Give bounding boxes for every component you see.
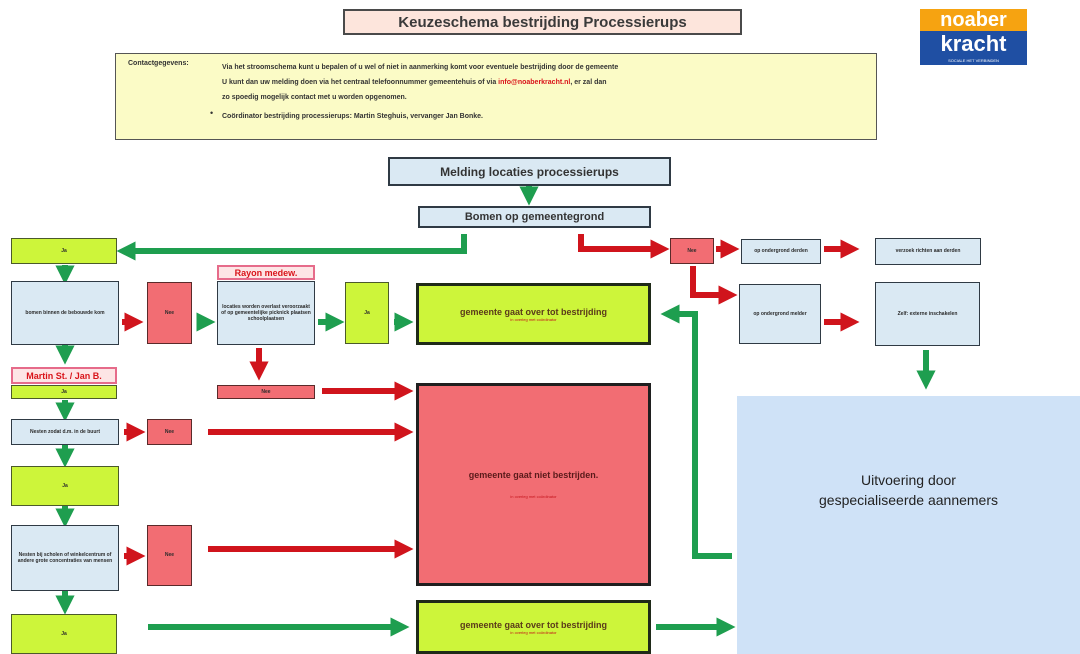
node-gaat-over-bestrijding-2: gemeente gaat over tot bestrijding in ov… <box>416 600 651 654</box>
logo-tagline: SOCIALE HET VERBINDEN <box>920 57 1027 65</box>
node-nee-bebouwd-text: Nee <box>164 309 175 316</box>
node-nee-bebouwd: Nee <box>147 282 192 344</box>
node-zelf-extern: Zelf: externe inschakelen <box>875 282 980 346</box>
node-zelf-extern-text: Zelf: externe inschakelen <box>897 310 958 317</box>
node-nee-nesten-text: Nee <box>164 428 175 435</box>
node-martin-jan-text: Martin St. / Jan B. <box>26 370 102 381</box>
node-verzoek-derden-text: verzoek richten aan derden <box>895 248 961 255</box>
contact-coordinator: Coördinator bestrijding processierups: M… <box>222 113 483 120</box>
node-ja-3-text: Ja <box>62 482 68 489</box>
page-title-text: Keuzeschema bestrijding Processierups <box>398 13 687 31</box>
node-scholen: Nesten bij scholen of winkelcentrum of a… <box>11 525 119 591</box>
node-rayon-medew: Rayon medew. <box>217 265 315 280</box>
node-ondergrond-derden-text: op ondergrond derden <box>754 248 808 255</box>
node-nee-top-text: Nee <box>687 247 697 254</box>
contact-line-2-start: U kunt dan uw melding doen via het centr… <box>222 79 497 86</box>
contact-line-2: U kunt dan uw melding doen via het centr… <box>222 75 618 90</box>
contact-label: Contactgegevens: <box>128 60 189 67</box>
contact-line-2-end: , er zal dan <box>570 79 607 86</box>
node-ondergrond-melder: op ondergrond melder <box>739 284 821 344</box>
node-locaties: locaties worden overlast veroorzaakt of … <box>217 281 315 345</box>
node-ja-locaties-text: Ja <box>364 309 370 316</box>
node-martin-jan: Martin St. / Jan B. <box>11 367 117 384</box>
bullet-icon: • <box>210 108 214 118</box>
node-nesten-buurt: Nesten zodat d.m. in de buurt <box>11 419 119 445</box>
node-gaat-over-2-text: gemeente gaat over tot bestrijding <box>459 619 608 630</box>
node-locaties-text: locaties worden overlast veroorzaakt of … <box>221 303 311 323</box>
contact-line-1: Via het stroomschema kunt u bepalen of u… <box>222 64 619 71</box>
node-nee-top: Nee <box>670 238 714 264</box>
node-scholen-text: Nesten bij scholen of winkelcentrum of a… <box>17 551 113 564</box>
node-ondergrond-derden: op ondergrond derden <box>741 239 821 264</box>
node-ja-martin: Ja <box>11 385 117 399</box>
node-gaat-over-bestrijding-1: gemeente gaat over tot bestrijding in ov… <box>416 283 651 345</box>
node-overleg-1-text: in overleg met coördinator <box>510 316 557 322</box>
noaberkracht-logo: noaber kracht SOCIALE HET VERBINDEN <box>920 9 1027 65</box>
arrow-uitvoering-gaatover <box>660 304 732 559</box>
node-ja-locaties: Ja <box>345 282 389 344</box>
node-overleg-niet-text: in overleg met coördinator <box>510 494 557 499</box>
node-melding: Melding locaties processierups <box>388 157 671 186</box>
node-ja-3: Ja <box>11 466 119 506</box>
node-nee-locaties: Nee <box>217 385 315 399</box>
node-ja-4: Ja <box>11 614 117 654</box>
node-uitvoering-aannemers: Uitvoering door gespecialiseerde aanneme… <box>737 396 1080 654</box>
node-bomen-bebouwde-kom-text: bomen binnen de bebouwde kom <box>25 309 105 316</box>
node-ja-1: Ja <box>11 238 117 264</box>
node-gaat-over-1-text: gemeente gaat over tot bestrijding <box>459 306 608 317</box>
contact-email-link[interactable]: info@noaberkracht.nl <box>498 79 571 86</box>
arrow-bomen-nee <box>578 234 670 259</box>
node-ja-1-text: Ja <box>61 247 67 254</box>
node-ondergrond-melder-text: op ondergrond melder <box>753 310 807 317</box>
node-uitvoering-text: Uitvoering door gespecialiseerde aanneme… <box>819 472 998 508</box>
page-title: Keuzeschema bestrijding Processierups <box>343 9 742 35</box>
node-ja-martin-text: Ja <box>61 388 67 395</box>
node-nee-scholen: Nee <box>147 525 192 586</box>
node-ja-4-text: Ja <box>61 630 67 637</box>
node-niet-bestrijden-text: gemeente gaat niet bestrijden. <box>468 470 599 480</box>
node-nee-nesten: Nee <box>147 419 192 445</box>
contact-line-3: zo spoedig mogelijk contact met u worden… <box>222 94 407 101</box>
node-melding-text: Melding locaties processierups <box>440 164 619 179</box>
logo-line-1: noaber <box>920 9 1027 31</box>
node-nesten-buurt-text: Nesten zodat d.m. in de buurt <box>29 428 100 435</box>
node-bomen-text: Bomen op gemeentegrond <box>464 211 605 223</box>
node-overleg-2-text: in overleg met coördinator <box>510 629 557 635</box>
node-rayon-medew-text: Rayon medew. <box>234 267 298 278</box>
contact-panel: Contactgegevens: Via het stroomschema ku… <box>115 53 877 140</box>
node-verzoek-derden: verzoek richten aan derden <box>875 238 981 265</box>
node-bomen-gemeentegrond: Bomen op gemeentegrond <box>418 206 651 228</box>
node-nee-scholen-text: Nee <box>164 552 175 559</box>
arrow-nee-melder <box>690 266 738 305</box>
node-bomen-bebouwde-kom: bomen binnen de bebouwde kom <box>11 281 119 345</box>
arrow-bomen-ja <box>116 234 467 261</box>
logo-line-2: kracht <box>920 31 1027 57</box>
node-nee-locaties-text: Nee <box>261 388 271 395</box>
node-niet-bestrijden: gemeente gaat niet bestrijden. in overle… <box>416 383 651 586</box>
